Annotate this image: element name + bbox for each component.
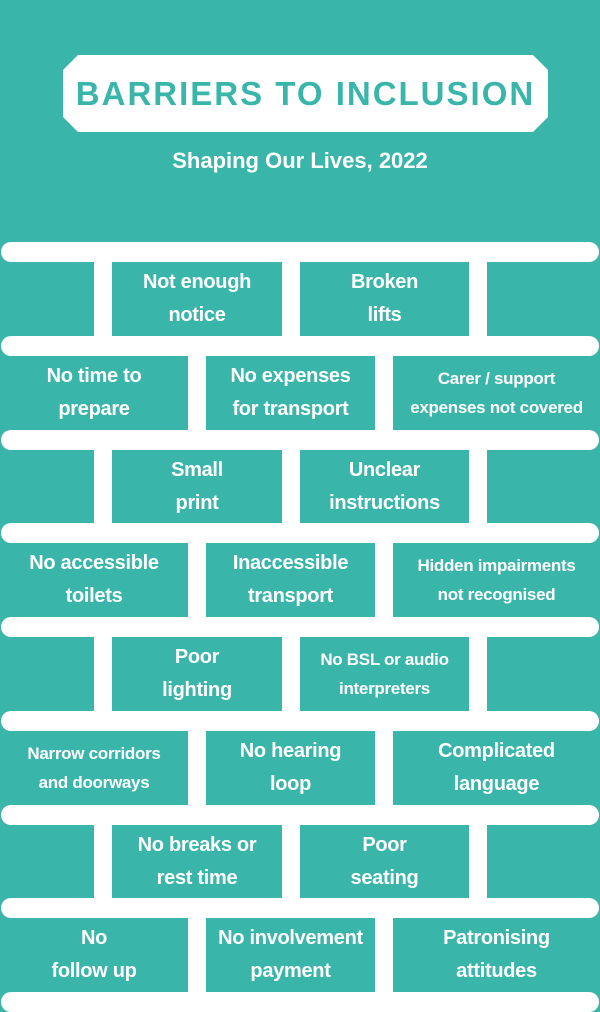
mortar-joint	[375, 355, 393, 430]
mortar-joint	[282, 636, 300, 711]
barrier-brick: No follow up	[51, 927, 137, 982]
barrier-brick: No expenses for transport	[230, 365, 351, 420]
mortar-joint	[469, 261, 487, 336]
mortar-joint	[375, 730, 393, 805]
mortar-joint	[469, 449, 487, 524]
barrier-brick: Carer / support expenses not covered	[410, 369, 583, 417]
barrier-brick: No time to prepare	[46, 365, 142, 420]
mortar-joint	[94, 636, 112, 711]
barrier-brick: Inaccessible transport	[232, 552, 349, 607]
mortar-bar	[1, 242, 599, 262]
mortar-bar	[1, 711, 599, 731]
empty-brick	[0, 450, 94, 524]
mortar-joint	[188, 917, 206, 992]
mortar-bar	[1, 430, 599, 450]
mortar-joint	[188, 542, 206, 617]
barrier-brick: Small print	[171, 459, 223, 514]
mortar-bar	[1, 523, 599, 543]
barrier-brick: Broken lifts	[350, 271, 419, 326]
empty-brick	[0, 637, 94, 711]
mortar-bar	[1, 336, 599, 356]
barrier-brick: No breaks or rest time	[137, 834, 257, 889]
mortar-joint	[188, 355, 206, 430]
barrier-brick: No involvement payment	[218, 927, 363, 982]
mortar-joint	[94, 824, 112, 899]
barrier-brick: Complicated language	[438, 740, 555, 795]
barrier-brick: Unclear instructions	[329, 459, 440, 514]
mortar-joint	[94, 449, 112, 524]
barrier-brick: No BSL or audio interpreters	[320, 650, 449, 698]
mortar-joint	[282, 261, 300, 336]
empty-brick	[487, 262, 600, 336]
barrier-brick: No accessible toilets	[29, 552, 159, 607]
barrier-brick: Patronising attitudes	[443, 927, 550, 982]
barrier-brick: Hidden impairments not recognised	[417, 556, 576, 604]
barrier-brick: Poor lighting	[162, 646, 232, 701]
mortar-joint	[282, 824, 300, 899]
page-title: BARRIERS TO INCLUSION	[75, 74, 536, 112]
subtitle: Shaping Our Lives, 2022	[172, 148, 428, 173]
barrier-brick: Not enough notice	[142, 271, 252, 326]
mortar-joint	[282, 449, 300, 524]
mortar-joint	[375, 917, 393, 992]
empty-brick	[487, 450, 600, 524]
empty-brick	[487, 825, 600, 899]
barrier-brick: Narrow corridors and doorways	[27, 744, 161, 792]
mortar-bar	[1, 898, 599, 918]
empty-brick	[487, 637, 600, 711]
empty-brick	[0, 825, 94, 899]
mortar-joint	[375, 542, 393, 617]
mortar-joint	[469, 636, 487, 711]
mortar-bar	[1, 992, 599, 1012]
mortar-joint	[94, 261, 112, 336]
mortar-bar	[1, 617, 599, 637]
title-banner: BARRIERS TO INCLUSION	[63, 55, 548, 132]
empty-brick	[0, 262, 94, 336]
mortar-joint	[469, 824, 487, 899]
barrier-brick: Poor seating	[350, 834, 419, 889]
mortar-joint	[188, 730, 206, 805]
mortar-bar	[1, 805, 599, 825]
barrier-brick: No hearing loop	[239, 740, 342, 795]
